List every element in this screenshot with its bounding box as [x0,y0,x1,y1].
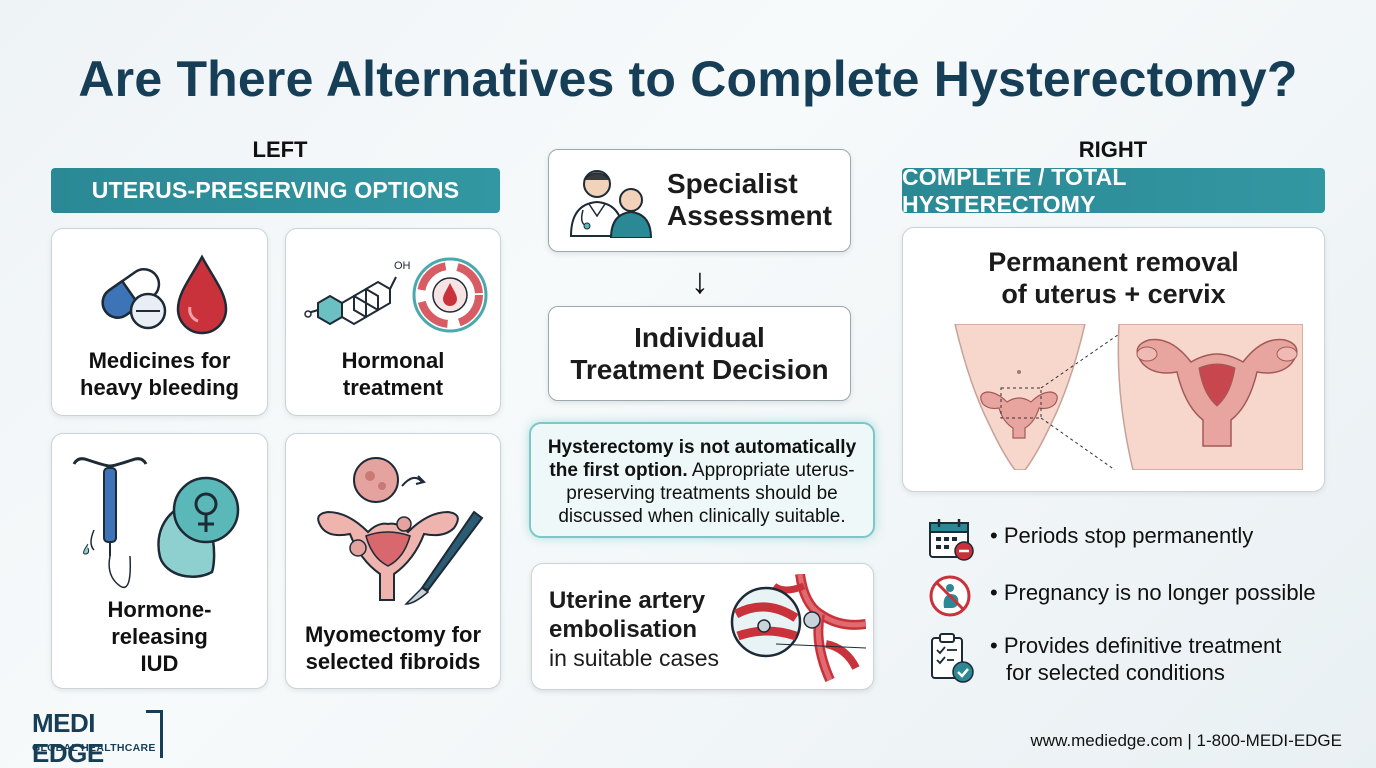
callout-bold-text: Hysterectomy is not automatically the fi… [547,437,857,481]
uterus-preserving-banner: UTERUS-PRESERVING OPTIONS [51,168,500,213]
iud-label-1: Hormone- [107,597,212,622]
down-arrow-icon: ↓ [691,260,709,301]
iud-label-2: releasing [111,624,208,649]
hormonal-card[interactable]: OH Hormonal treatment [285,228,501,416]
iud-label-3: IUD [140,651,179,676]
medicines-card[interactable]: Medicines for heavy bleeding [51,228,268,416]
embolisation-label-3: in suitable cases [549,645,720,671]
embolisation-card[interactable]: Uterine artery embolisation in suitable … [531,563,874,690]
logo-main-text: MEDI EDGE [32,708,104,768]
pill-drop-icon [101,254,228,335]
decision-label-2: Treatment Decision [570,354,829,385]
embolisation-label-2: embolisation [549,616,698,643]
bullet-definitive-text-1: • Provides definitive treatment [990,633,1282,658]
hormone-cycle-icon: OH [304,257,488,333]
hormone-oh-label: OH [394,260,411,272]
fibroid-scalpel-icon [317,457,484,605]
no-pregnancy-icon [929,575,971,617]
iud-icon [72,457,240,589]
artery-icon [730,574,866,682]
callout-text: Appropriate uterus-preserving treatments… [558,460,855,527]
specialist-assessment-box[interactable]: Specialist Assessment [548,149,851,252]
permanent-removal-card[interactable]: Permanent removal of uterus + cervix [902,227,1325,492]
clipboard-check-icon [931,633,974,683]
bullet-periods: • Periods stop permanently [928,517,1253,561]
bullet-periods-text: • Periods stop permanently [990,523,1254,548]
decision-label-1: Individual [634,322,765,353]
bullet-pregnancy: • Pregnancy is no longer possible [928,574,1316,618]
treatment-decision-box[interactable]: Individual Treatment Decision [548,306,851,401]
myomectomy-card[interactable]: Myomectomy for selected fibroids [285,433,501,689]
hormonal-label-1: Hormonal [341,348,445,373]
left-side-label: LEFT [252,137,308,162]
medicines-label-2: heavy bleeding [80,375,239,400]
logo-sub-text: GLOBAL HEALTHCARE [32,742,156,754]
page-title: Are There Alternatives to Complete Hyste… [78,51,1298,107]
removal-label-1: Permanent removal [988,247,1239,277]
removal-label-2: of uterus + cervix [1001,279,1226,309]
total-hysterectomy-banner: COMPLETE / TOTAL HYSTERECTOMY [902,164,1325,217]
uterus-anatomy-icon [954,324,1303,470]
assessment-label-1: Specialist [667,168,798,199]
embolisation-label-1: Uterine artery [549,587,706,614]
bullet-definitive: • Provides definitive treatment for sele… [928,632,1281,686]
medi-edge-logo: MEDI EDGE GLOBAL HEALTHCARE [32,708,168,768]
logo-bracket [160,710,163,758]
iud-card[interactable]: Hormone- releasing IUD [51,433,268,689]
bullet-definitive-text-2: for selected conditions [1006,660,1225,685]
calendar-minus-icon [929,519,974,561]
myomectomy-label-2: selected fibroids [305,649,481,674]
medicines-label-1: Medicines for [88,348,231,373]
bullet-pregnancy-text: • Pregnancy is no longer possible [990,580,1316,605]
logo-bracket-top [146,710,162,713]
clinical-note-callout: Hysterectomy is not automatically the fi… [529,422,875,538]
doctor-patient-icon [569,170,653,238]
hormonal-label-2: treatment [342,375,444,400]
myomectomy-label-1: Myomectomy for [304,622,482,647]
assessment-label-2: Assessment [667,200,832,231]
contact-info[interactable]: www.mediedge.com | 1-800-MEDI-EDGE [1030,731,1342,750]
right-side-label: RIGHT [1078,137,1148,162]
